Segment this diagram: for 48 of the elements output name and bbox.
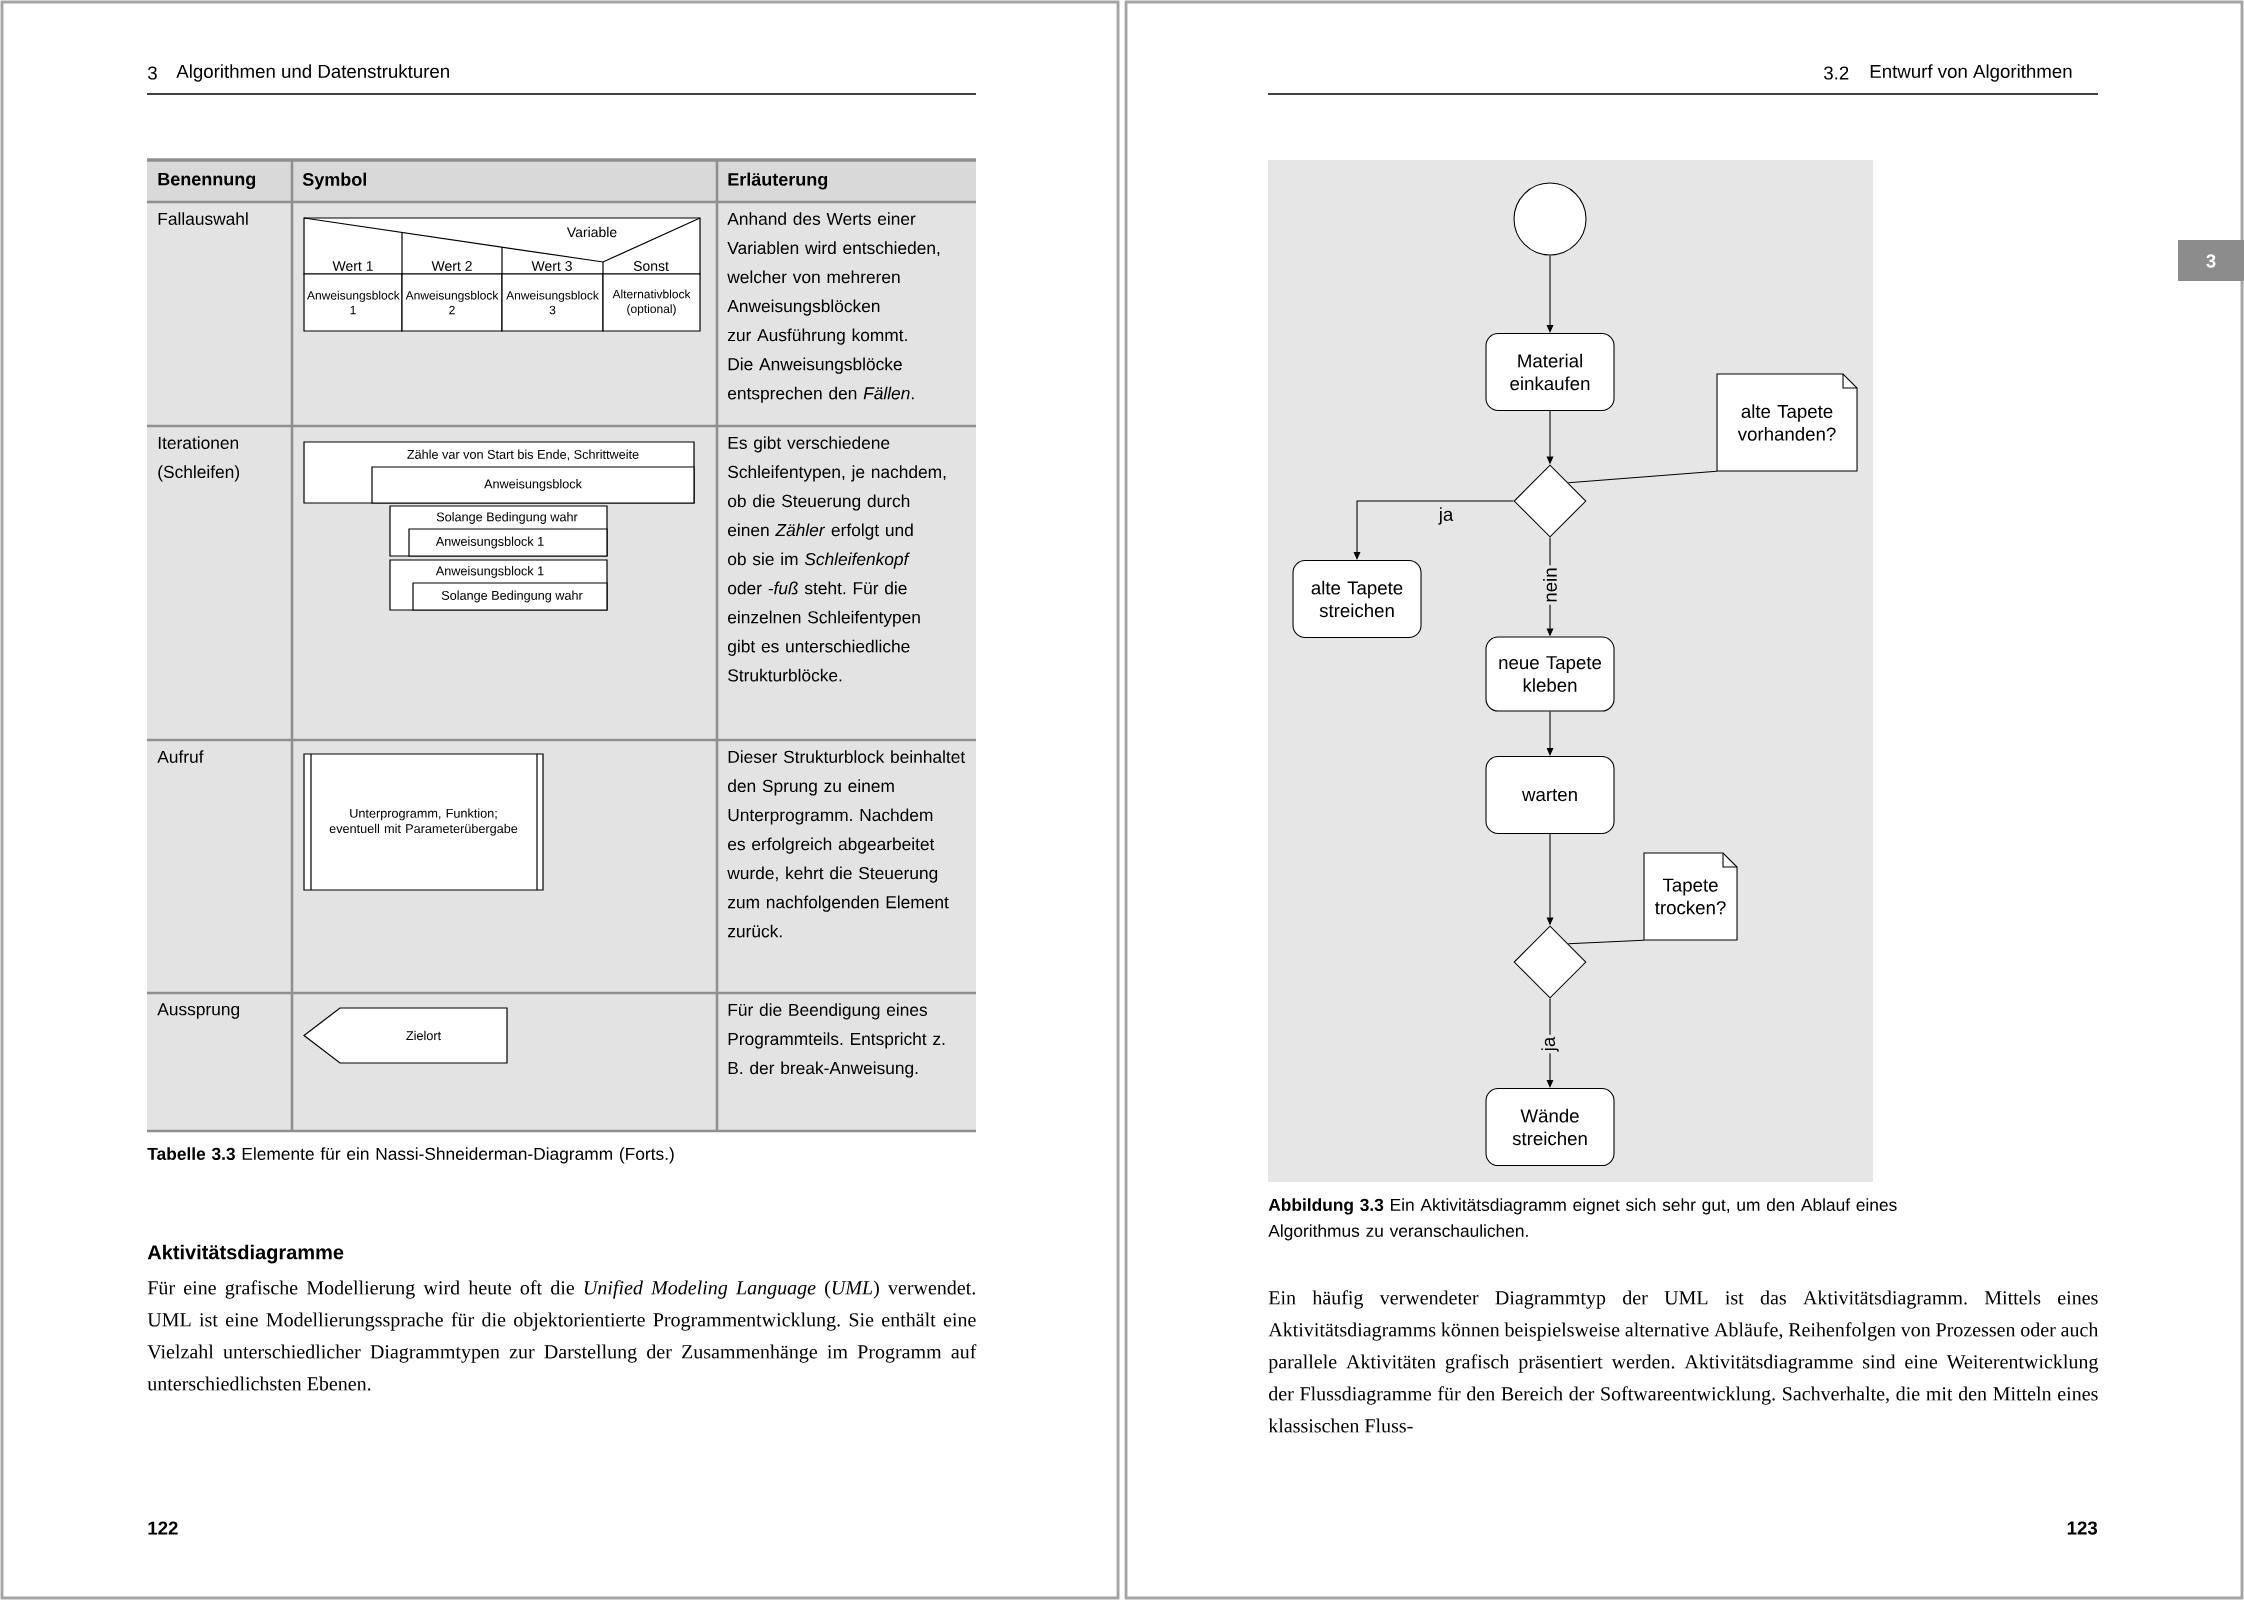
body-paragraph: Ein häufig verwendeter Diagrammtyp der UML ist das Aktivitätsdiagramm. Mittels eines Aktivitätsdiagramms können beispielsweise alternative Abläufe, Reihenfolgen von Prozessen oder auch parallele Aktivitäten grafisch präsentiert werden. Aktivitätsdiagramme sind eine Weiterentwicklung der Flussdiagramme für den Bereich der Softwareentwicklung. Sachverhalte, die mit den Mitteln eines klassischen Fluss-	[1268, 1290, 2099, 1433]
table-cell: Für die Beendigung eines Programmteils. Entspricht z. B. der break-Anweisung.	[717, 993, 976, 1131]
table-cell: Fallauswahl	[147, 202, 292, 426]
table-cell: Aufruf	[147, 740, 292, 993]
statement-block: Anweisungsblock	[371, 466, 695, 504]
page-number: 122	[148, 1521, 178, 1535]
arrow	[1546, 255, 1554, 333]
body-paragraph: Für eine grafische Modellierung wird heute oft die Unified Modeling Language (UML) verwendet. UML ist eine Modellierungssprache für die objektorientierte Programmentwicklung. Sie enthält eine Vielzahl unterschiedlicher Diagrammtypen zur Darstellung der Zusammenhänge im Programm auf unterschiedlichsten Ebenen.	[147, 1280, 977, 1391]
activity-box: Material einkaufen	[1485, 332, 1615, 412]
comment-note: Tapete trocken?	[1643, 852, 1738, 941]
statement-block: Anweisungsblock 1	[408, 528, 608, 557]
edge-label: nein	[1541, 565, 1559, 605]
table-cell: Dieser Strukturblock beinhaltet den Sprung zu einem Unterprogramm. Nachdem es erfolgreich abgearbeitet wurde, kehrt die Steuerung zum nachfolgenden Element zurück.	[717, 740, 976, 993]
statement-block: Anweisungsblock 3	[501, 273, 604, 332]
leader-line	[1567, 470, 1718, 484]
statement-block: Alternativblock (optional)	[602, 273, 701, 332]
table-cell: Iterationen (Schleifen)	[147, 426, 292, 740]
arrow	[1546, 711, 1554, 756]
table-caption: Tabelle 3.3 Elemente für ein Nassi-Shneiderman-Diagramm (Forts.)	[147, 1147, 674, 1164]
statement-block: Anweisungsblock 1	[303, 273, 403, 332]
running-header: Algorithmen und Datenstrukturen	[176, 64, 449, 82]
page-number: 123	[2067, 1521, 2098, 1535]
table-header-cell: Erläuterung	[717, 160, 976, 202]
arrow	[1353, 500, 1515, 560]
activity-box: Wände streichen	[1485, 1088, 1615, 1167]
leader-line	[1567, 939, 1645, 945]
decision-diamond	[1513, 464, 1587, 538]
chapter-number: 3	[148, 66, 157, 80]
arrow	[1546, 998, 1554, 1088]
call-block: Unterprogramm, Funktion; eventuell mit Parameterübergabe	[303, 753, 544, 891]
statement-block: Anweisungsblock 2	[401, 273, 503, 332]
activity-box: neue Tapete kleben	[1485, 636, 1615, 712]
decision-diamond	[1513, 925, 1587, 999]
chapter-tab: 3	[2178, 240, 2244, 281]
table-cell: Anhand des Werts einer Variablen wird entschieden, welcher von mehreren Anweisungsblöcken zur Ausführung kommt. Die Anweisungsblöcke entsprechen den Fällen.	[717, 202, 976, 426]
table-cell: Es gibt verschiedene Schleifentypen, je nachdem, ob die Steuerung durch einen Zähler erfolgt und ob sie im Schleifenkopf oder -fuß steht. Für die einzelnen Schleifentypen gibt es unterschiedliche Strukturblöcke.	[717, 426, 976, 740]
figure-caption: Abbildung 3.3 Ein Aktivitätsdiagramm eignet sich sehr gut, um den Ablauf eines Algorithmus zu veranschaulichen.	[1268, 1198, 1897, 1241]
activity-box: alte Tapete streichen	[1292, 559, 1422, 639]
running-header: Entwurf von Algorithmen	[1870, 64, 2072, 82]
table-cell: Aussprung	[147, 993, 292, 1131]
comment-note: alte Tapete vorhanden?	[1716, 373, 1858, 472]
exit-block: Zielort	[303, 1007, 508, 1064]
start-circle	[1513, 182, 1587, 256]
section-heading: Aktivitätsdiagramme	[147, 1244, 344, 1264]
section-number: 3.2	[1824, 66, 1849, 80]
table-header-cell: Benennung	[147, 160, 292, 202]
activity-box: warten	[1485, 755, 1615, 835]
loop-condition-block: Solange Bedingung wahr	[412, 582, 608, 611]
